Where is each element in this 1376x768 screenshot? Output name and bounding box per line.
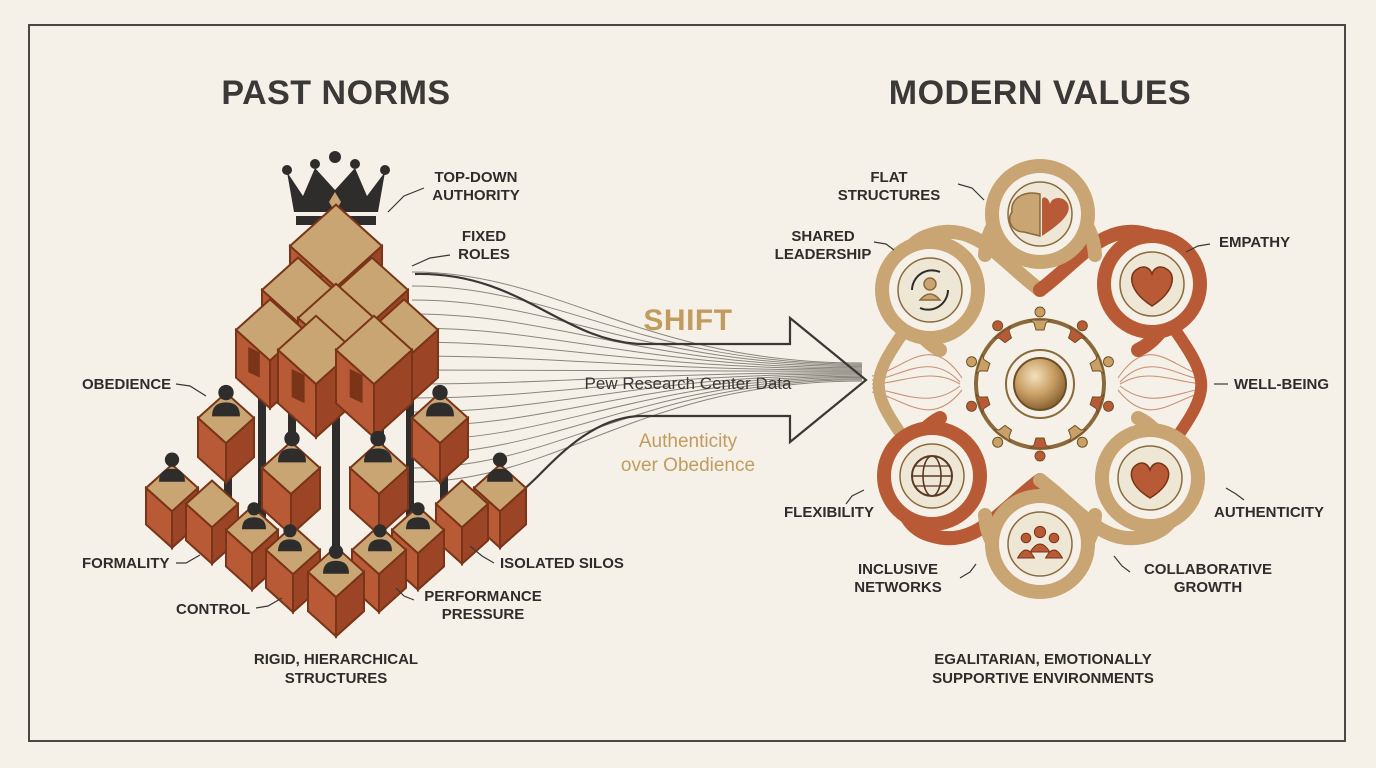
group-icon xyxy=(985,489,1095,599)
brick-cube xyxy=(434,479,490,567)
source-label: Pew Research Center Data xyxy=(584,374,792,393)
person-icon xyxy=(278,430,306,463)
ring-person-icon xyxy=(1067,320,1088,344)
label-shared-leadership: SHARED LEADERSHIP xyxy=(774,228,872,263)
person-icon xyxy=(487,452,513,482)
person-icon xyxy=(364,430,392,463)
network-diagram xyxy=(871,159,1208,599)
ring-person-icon xyxy=(1089,353,1114,376)
label-flat-structures: FLAT STRUCTURES xyxy=(837,169,941,204)
label-isolated-silos: ISOLATED SILOS xyxy=(500,555,624,572)
brick-cube xyxy=(306,545,366,639)
heart-icon xyxy=(1097,229,1207,339)
brain-heart-icon xyxy=(985,159,1095,269)
ring-person-icon xyxy=(1089,392,1114,415)
label-inclusive-networks: INCLUSIVE NETWORKS xyxy=(854,561,942,596)
person-icon xyxy=(242,502,266,530)
flow-line xyxy=(411,369,863,372)
brick-cube xyxy=(334,314,414,440)
label-performance-pressure: PERFORMANCE PRESSURE xyxy=(424,588,542,623)
flow-line xyxy=(411,380,863,483)
flow-line xyxy=(411,299,863,366)
person-icon xyxy=(278,524,302,552)
flow-line xyxy=(411,376,863,441)
flow-line xyxy=(411,341,863,370)
globe-icon xyxy=(877,421,987,531)
label-control: CONTROL xyxy=(176,601,251,618)
ring-person-icon xyxy=(992,320,1013,344)
flow-line xyxy=(411,378,863,455)
flow-line xyxy=(411,379,863,469)
label-collaborative-growth: COLLABORATIVE GROWTH xyxy=(1143,561,1273,596)
person-icon xyxy=(426,384,454,417)
ring-person-icon xyxy=(966,353,991,376)
cycle-person-icon xyxy=(875,235,985,345)
ring-person-icon xyxy=(1028,306,1052,331)
flow-line xyxy=(411,313,863,368)
ring-person-icon xyxy=(992,424,1013,448)
ring-person-icon xyxy=(966,392,991,415)
label-well-being: WELL-BEING xyxy=(1234,376,1329,393)
flow-lines xyxy=(411,271,863,483)
ring-person-icon xyxy=(1028,437,1052,462)
arrow-outline xyxy=(414,272,868,493)
ring-person-icon xyxy=(1067,424,1088,448)
label-empathy: EMPATHY xyxy=(1219,234,1291,251)
flow-line xyxy=(411,355,863,371)
past-norms-title: PAST NORMS xyxy=(221,74,451,112)
center-sphere xyxy=(1013,357,1067,411)
heart-icon xyxy=(1095,423,1205,533)
flow-line xyxy=(411,327,863,369)
label-authenticity: AUTHENTICITY xyxy=(1214,504,1324,521)
brick-cube xyxy=(410,391,470,485)
brick-cube xyxy=(348,440,410,537)
label-flexibility: FLEXIBILITY xyxy=(784,504,874,521)
person-icon xyxy=(159,452,185,482)
label-fixed-roles: FIXED ROLES xyxy=(458,228,510,263)
person-icon xyxy=(212,384,240,417)
flow-line xyxy=(411,375,863,427)
flow-line xyxy=(411,372,863,385)
leader-lines xyxy=(175,183,1245,609)
flow-line xyxy=(411,271,863,364)
flow-line xyxy=(411,374,863,413)
modern-values-title: MODERN VALUES xyxy=(888,74,1192,112)
label-obedience: OBEDIENCE xyxy=(82,376,172,393)
person-icon xyxy=(406,502,430,530)
flow-line xyxy=(411,373,863,399)
person-icon xyxy=(323,544,349,574)
people-ring xyxy=(966,306,1114,462)
label-formality: FORMALITY xyxy=(82,555,170,572)
person-icon xyxy=(368,524,392,552)
label-top-down-authority: TOP-DOWN AUTHORITY xyxy=(432,169,520,204)
tagline: Authenticity over Obedience xyxy=(620,431,756,476)
shift-label: SHIFT xyxy=(643,304,733,337)
frame-border xyxy=(28,24,1346,742)
flow-line xyxy=(411,285,863,365)
hierarchy-pyramid xyxy=(144,151,528,639)
brick-cube xyxy=(196,391,256,485)
right-caption: EGALITARIAN, EMOTIONALLY SUPPORTIVE ENVI… xyxy=(932,651,1154,687)
left-caption: RIGID, HIERARCHICAL STRUCTURES xyxy=(253,651,419,687)
shift-arrow xyxy=(411,271,868,493)
